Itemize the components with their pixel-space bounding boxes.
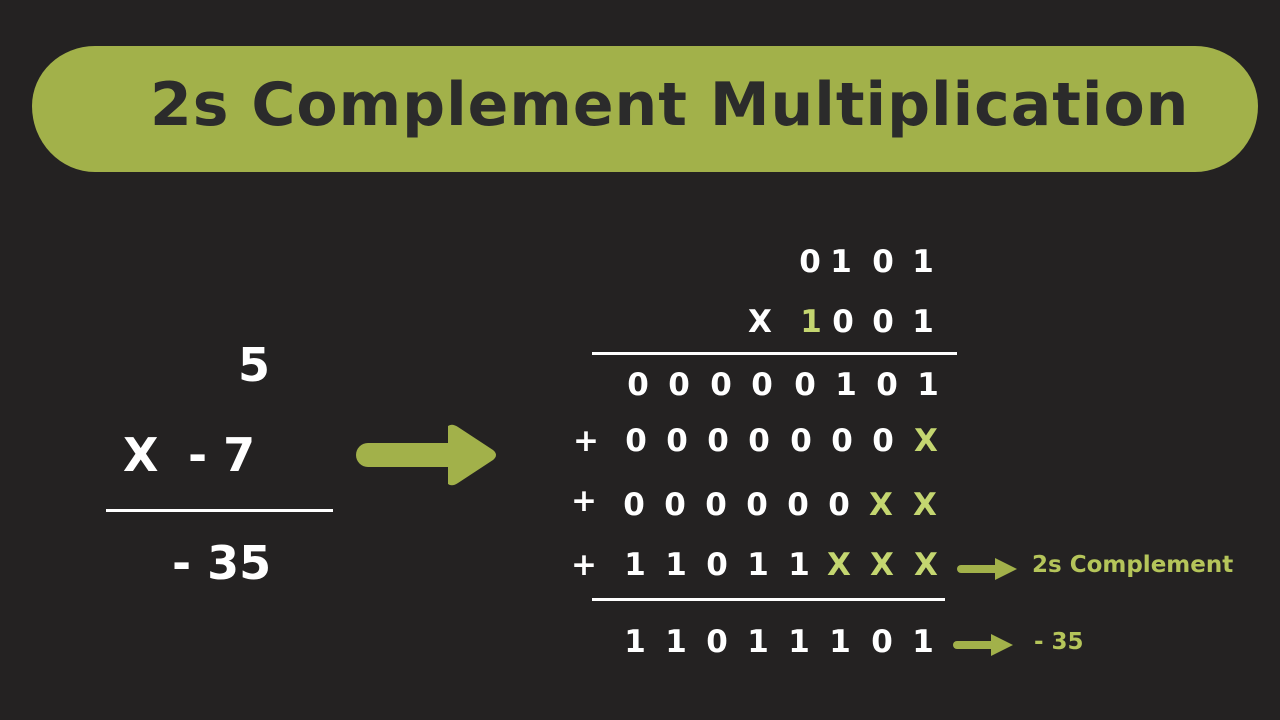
multiplicand-bit: 1 — [912, 244, 934, 280]
big-right-arrow-icon — [356, 424, 496, 486]
multiplicand-bit: 0 — [799, 244, 821, 280]
plus-sign: + — [571, 483, 597, 519]
partial-3-bit: 0 — [705, 487, 727, 523]
partial-4-bit: 1 — [624, 547, 646, 583]
multiplier-bit: 1 — [912, 304, 934, 340]
partial-4-dont-care-bit: X — [914, 547, 938, 583]
partial-2-bit: 0 — [790, 423, 812, 459]
small-right-arrow-icon — [957, 558, 1017, 580]
result-value-note: - 35 — [1034, 629, 1084, 655]
partial-1-bit: 0 — [876, 367, 898, 403]
decimal-multiply-operator: X — [123, 428, 159, 482]
twos-complement-note: 2s Complement — [1032, 552, 1234, 578]
result-bit: 1 — [829, 624, 851, 660]
result-bit: 1 — [747, 624, 769, 660]
result-bit: 1 — [624, 624, 646, 660]
partial-4-bit: 1 — [665, 547, 687, 583]
partial-3-bit: 0 — [746, 487, 768, 523]
partial-2-dont-care-bit: X — [914, 423, 938, 459]
decimal-divider-line — [106, 509, 333, 512]
partial-1-bit: 0 — [751, 367, 773, 403]
partial-4-dont-care-bit: X — [870, 547, 894, 583]
partial-2-bit: 0 — [666, 423, 688, 459]
partial-3-bit: 0 — [623, 487, 645, 523]
partial-4-bit: 1 — [788, 547, 810, 583]
result-bit: 1 — [665, 624, 687, 660]
partial-2-bit: 0 — [625, 423, 647, 459]
plus-sign: + — [573, 423, 599, 459]
partial-1-bit: 0 — [794, 367, 816, 403]
multiplier-bit: 0 — [832, 304, 854, 340]
partial-3-dont-care-bit: X — [869, 487, 893, 523]
partial-1-bit: 1 — [835, 367, 857, 403]
partial-1-bit: 0 — [627, 367, 649, 403]
partial-3-bit: 0 — [787, 487, 809, 523]
partial-2-bit: 0 — [831, 423, 853, 459]
multiplicand-bit: 1 — [830, 244, 852, 280]
decimal-result: - 35 — [172, 536, 272, 590]
result-bit: 1 — [912, 624, 934, 660]
slide-title: 2s Complement Multiplication — [150, 70, 1190, 140]
partial-3-bit: 0 — [664, 487, 686, 523]
small-right-arrow-icon — [953, 634, 1013, 656]
partial-4-bit: 0 — [706, 547, 728, 583]
multiplier-sign-bit: 1 — [800, 304, 822, 340]
partial-4-bit: 1 — [747, 547, 769, 583]
plus-sign: + — [571, 547, 597, 583]
partial-2-bit: 0 — [707, 423, 729, 459]
result-bit: 1 — [788, 624, 810, 660]
decimal-multiplier: - 7 — [188, 428, 256, 482]
binary-divider-line-bottom — [592, 598, 945, 601]
partial-1-bit: 0 — [668, 367, 690, 403]
partial-2-bit: 0 — [748, 423, 770, 459]
partial-2-bit: 0 — [872, 423, 894, 459]
title-banner — [32, 46, 1258, 172]
result-bit: 0 — [706, 624, 728, 660]
multiplicand-bit: 0 — [872, 244, 894, 280]
partial-3-bit: 0 — [828, 487, 850, 523]
partial-1-bit: 0 — [710, 367, 732, 403]
partial-4-dont-care-bit: X — [827, 547, 851, 583]
result-bit: 0 — [871, 624, 893, 660]
partial-1-bit: 1 — [917, 367, 939, 403]
partial-3-dont-care-bit: X — [913, 487, 937, 523]
binary-multiply-operator: X — [748, 304, 772, 340]
decimal-multiplicand: 5 — [238, 338, 271, 392]
multiplier-bit: 0 — [872, 304, 894, 340]
binary-divider-line-top — [592, 352, 957, 355]
